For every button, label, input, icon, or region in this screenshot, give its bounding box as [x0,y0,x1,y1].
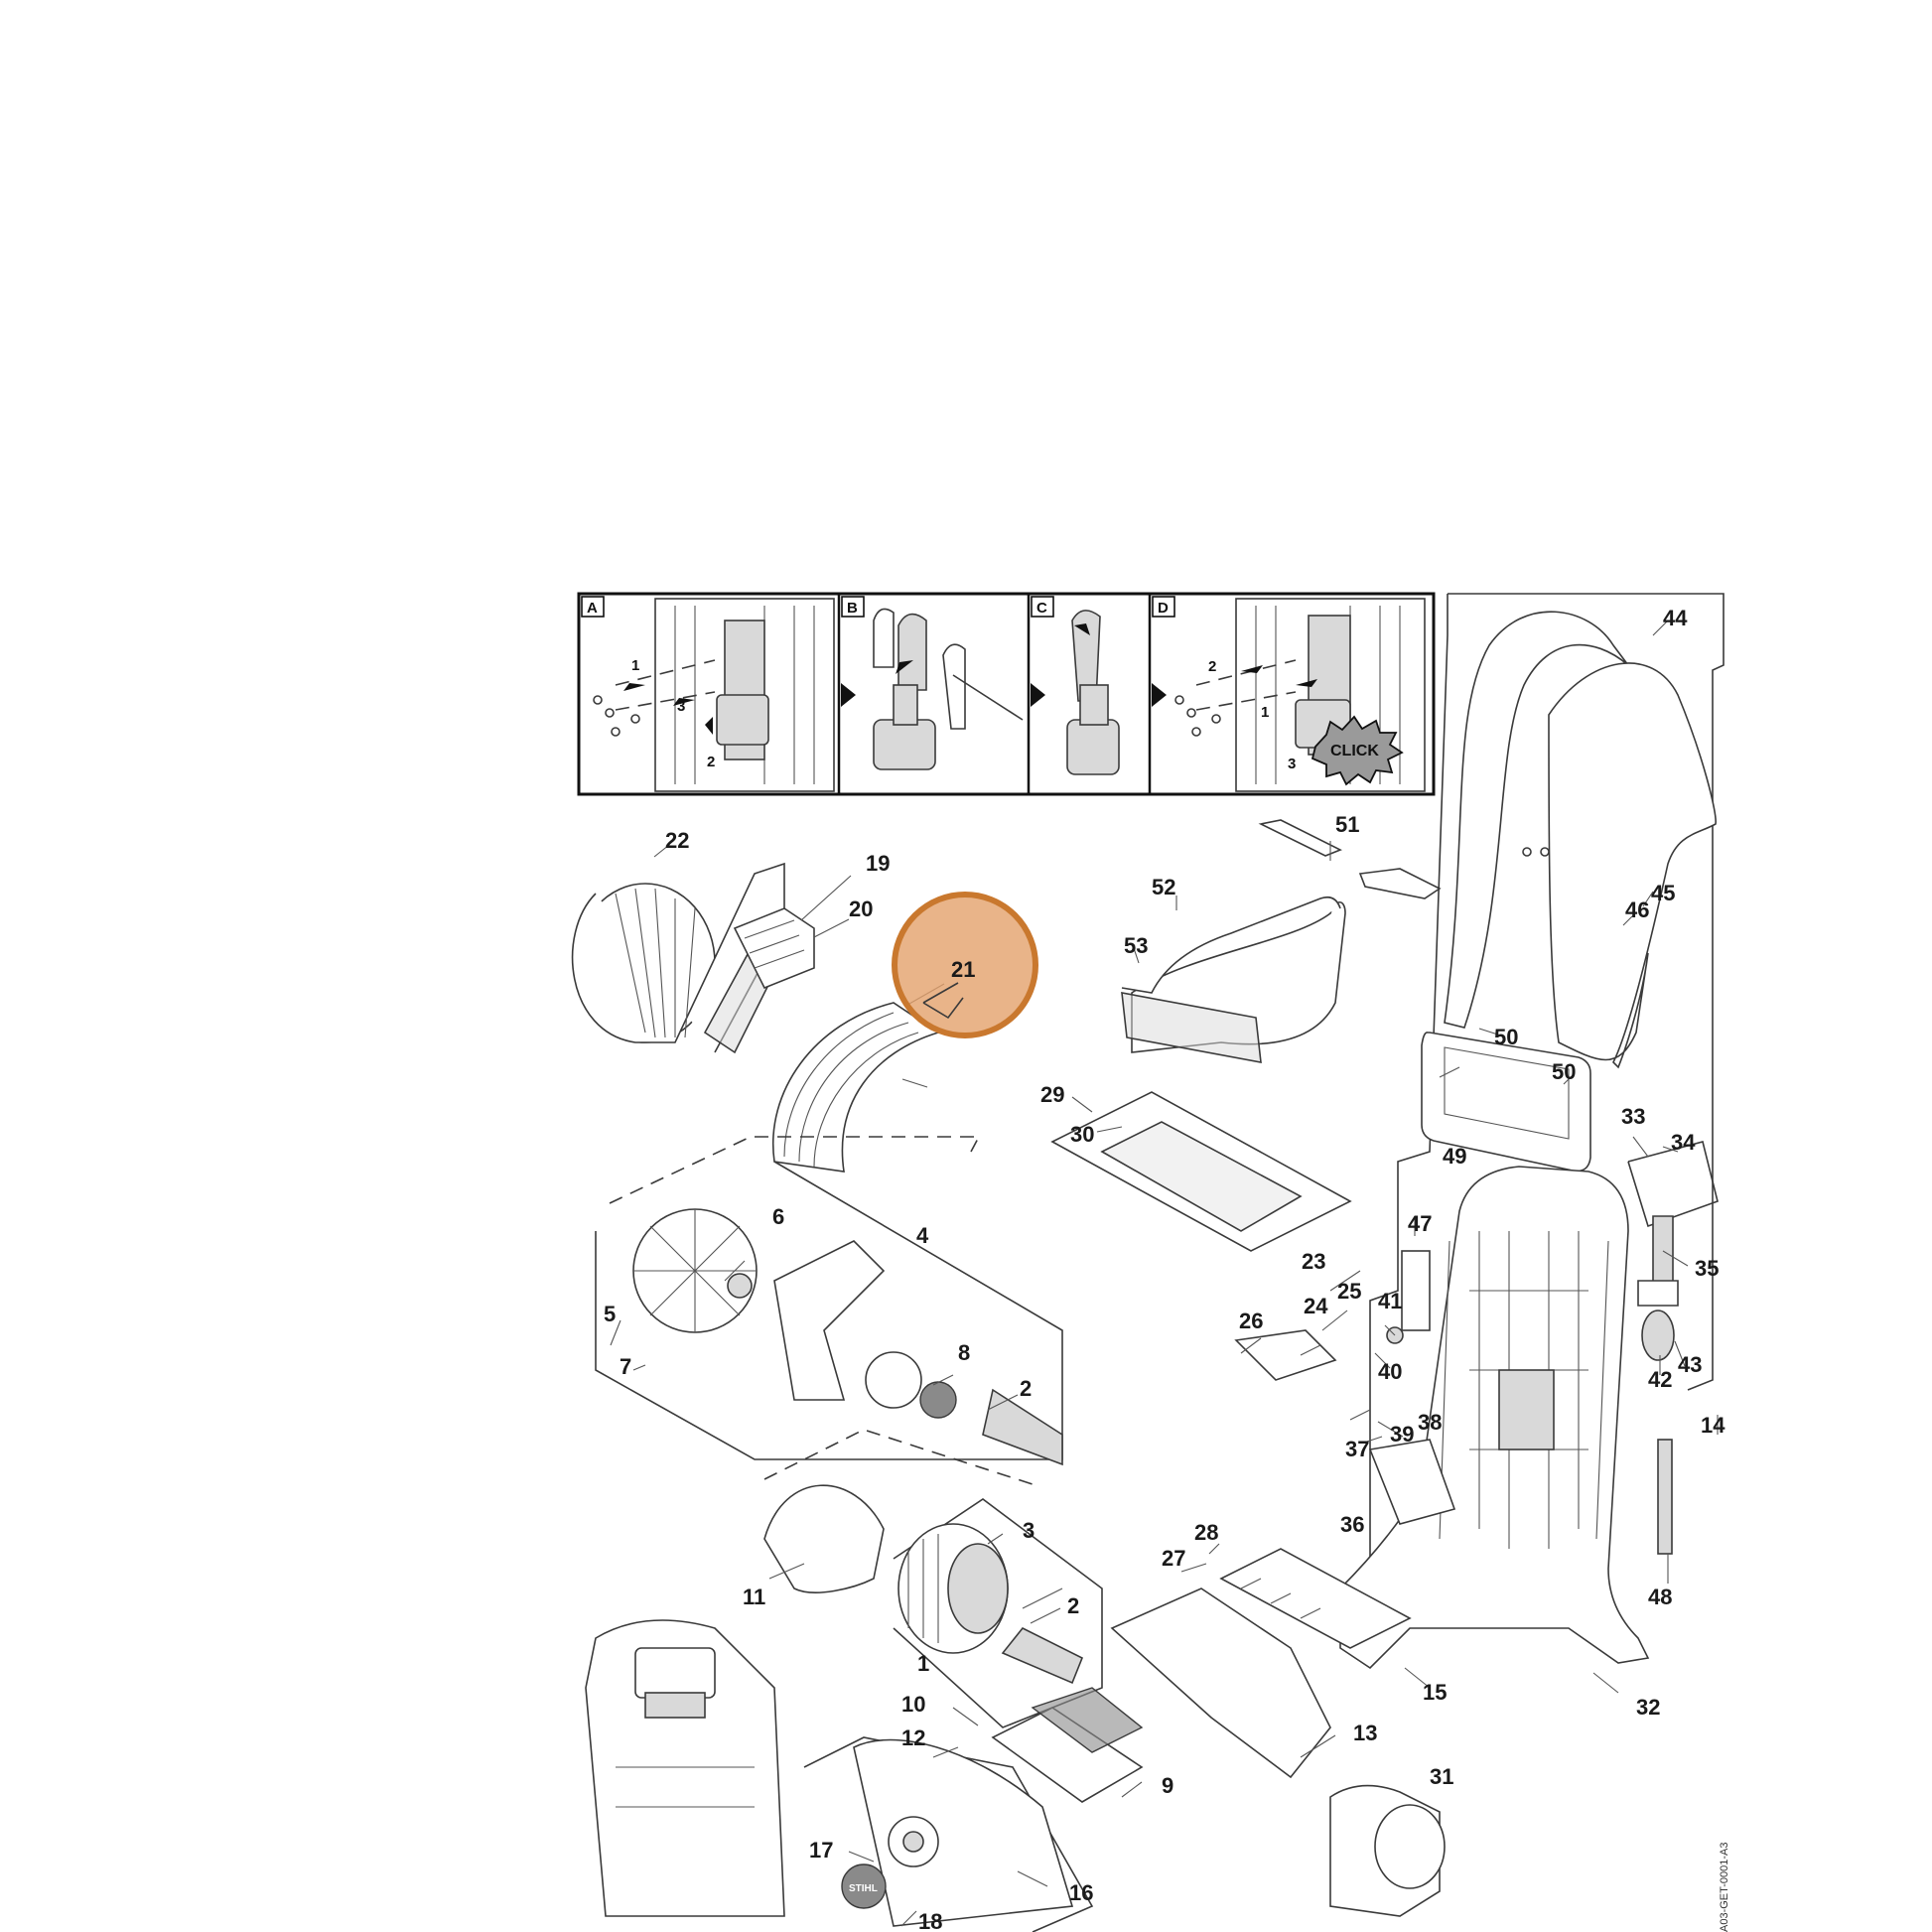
callout-51: 51 [1335,812,1359,837]
plate-36-37 [1368,1439,1456,1525]
panel-a: A 1 3 2 [581,596,835,792]
callout-42: 42 [1648,1367,1672,1392]
stihl-logo-text: STIHL [849,1883,878,1894]
callout-7: 7 [620,1354,631,1379]
callout-31: 31 [1430,1764,1453,1789]
callout-50a: 50 [1494,1025,1518,1049]
callout-28: 28 [1194,1520,1218,1545]
callout-25: 25 [1337,1279,1361,1304]
callout-36: 36 [1340,1512,1364,1537]
callout-43: 43 [1678,1352,1702,1377]
callout-30: 30 [1070,1122,1094,1147]
panel-d: D 2 1 3 CLICK [1152,596,1426,792]
panel-d-step-1: 1 [1261,704,1269,721]
callout-12: 12 [901,1725,925,1750]
motor-section [763,1429,1103,1728]
panel-d-step-2: 2 [1208,658,1216,675]
callout-17: 17 [809,1838,833,1863]
back-plate [1339,1166,1650,1670]
controller-cover: STIHL [803,1736,1094,1932]
callout-20: 20 [849,897,873,921]
callout-46: 46 [1625,897,1649,922]
callout-38: 38 [1418,1410,1442,1435]
callout-26: 26 [1239,1309,1263,1333]
fan-assembly-frame [595,1136,1063,1466]
callout-5: 5 [604,1302,616,1326]
shoulder-straps [1444,611,1717,1069]
callout-21: 21 [951,957,975,982]
instruction-strip: A 1 3 2 B [577,592,1436,796]
panel-d-letter: D [1158,600,1169,617]
hook-bracket [1627,1141,1719,1361]
callout-45: 45 [1651,881,1675,905]
click-badge: CLICK [1311,715,1404,786]
callout-35: 35 [1695,1256,1719,1281]
callout-2a: 2 [1020,1376,1032,1401]
panel-a-step-3: 3 [677,698,685,715]
leader-lines [610,620,1719,1927]
battery-housing [585,1619,785,1917]
battery-cup [1329,1784,1446,1917]
callout-11: 11 [743,1585,765,1609]
callout-1: 1 [917,1651,929,1676]
callout-10: 10 [901,1692,925,1717]
hip-plate [1050,1091,1352,1252]
document-id: A03-GET-0001-A3 [1719,1843,1730,1932]
callout-23: 23 [1302,1249,1325,1274]
callout-22: 22 [665,828,689,853]
callout-16: 16 [1069,1880,1093,1905]
panel-c-letter: C [1036,600,1047,617]
callout-48: 48 [1648,1585,1672,1609]
callout-41: 41 [1378,1289,1402,1313]
panel-b: B [841,596,1024,770]
panel-a-letter: A [587,600,598,617]
callout-15: 15 [1423,1680,1447,1705]
callout-49: 49 [1443,1144,1466,1169]
panel-c: C [1031,596,1120,775]
reflector-strip [1657,1439,1673,1555]
callout-47: 47 [1408,1211,1432,1236]
callout-13: 13 [1353,1721,1377,1745]
callout-37: 37 [1345,1437,1369,1461]
callout-8: 8 [958,1340,970,1365]
panel-a-step-2: 2 [707,754,715,770]
callout-33: 33 [1621,1104,1645,1129]
waist-belt [1121,896,1346,1063]
callout-32: 32 [1636,1695,1660,1720]
callout-2b: 2 [1067,1593,1079,1618]
callout-53: 53 [1124,933,1148,958]
callout-14: 14 [1701,1413,1725,1438]
callout-27: 27 [1162,1546,1185,1571]
callout-3: 3 [1023,1518,1035,1543]
click-badge-text: CLICK [1330,743,1379,759]
stihl-logo [841,1863,887,1909]
callout-4: 4 [916,1223,929,1248]
callout-29: 29 [1040,1082,1064,1107]
connector-26 [1234,1329,1337,1381]
callout-24: 24 [1304,1294,1328,1318]
callout-18: 18 [918,1909,942,1932]
callout-40: 40 [1378,1359,1402,1384]
panel-d-step-3: 3 [1288,756,1296,772]
callouts: 22 19 20 52 53 51 44 45 46 50 50 29 30 3… [604,606,1725,1932]
highlight-part-21[interactable]: 21 [892,892,1038,1038]
guide-vane-21 [772,1002,940,1173]
intake-grill [733,907,815,990]
callout-34: 34 [1671,1130,1696,1155]
callout-44: 44 [1663,606,1688,630]
electronics [991,1548,1412,1803]
harness-frame [1369,593,1725,1638]
warning-label [1401,1250,1431,1331]
panel-b-letter: B [847,600,858,617]
callout-9: 9 [1162,1773,1173,1798]
callout-19: 19 [866,851,890,876]
callout-50b: 50 [1552,1059,1576,1084]
buckle-strap [1258,819,1442,899]
callout-52: 52 [1152,875,1175,899]
back-pad [1421,1032,1591,1173]
callout-6: 6 [772,1204,784,1229]
panel-a-step-1: 1 [631,657,639,674]
callout-39: 39 [1390,1422,1414,1447]
